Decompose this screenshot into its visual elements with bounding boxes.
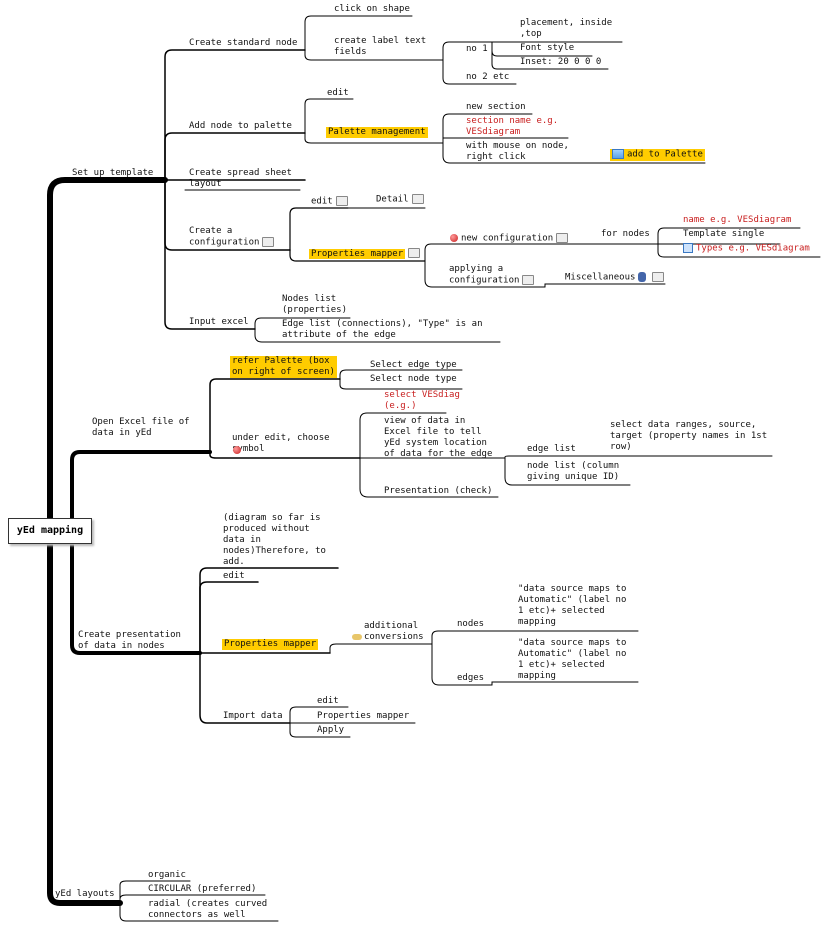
node-palette-edit[interactable]: edit	[327, 88, 349, 98]
note-icon	[262, 237, 275, 247]
node-pres-nodes[interactable]: nodes	[457, 619, 485, 629]
node-edge-list[interactable]: Edge list (connections), "Type" is an at…	[282, 319, 483, 340]
node-open-excel-file[interactable]: Open Excel file of data in yEd	[92, 417, 190, 438]
node-new-configuration[interactable]: new configuration	[450, 233, 569, 245]
node-select-edge-type[interactable]: Select edge type	[370, 360, 457, 370]
red-ball-icon	[233, 446, 241, 454]
node-under-edit-choose-symbol[interactable]: under edit, choose symbol	[232, 433, 330, 455]
node-import-edit[interactable]: edit	[317, 696, 339, 706]
node-input-excel[interactable]: Input excel	[189, 317, 249, 327]
additional-conversions-label: additional conversions	[364, 621, 424, 642]
node-properties-mapper-config[interactable]: Properties mapper	[309, 248, 421, 260]
note-icon	[522, 275, 535, 285]
root-node[interactable]: yEd mapping	[8, 518, 92, 544]
node-create-label-text-fields[interactable]: create label text fields	[334, 36, 427, 57]
node-types-vesdiagram[interactable]: Types e.g. VESdiagram	[683, 243, 810, 255]
node-create-presentation[interactable]: Create presentation of data in nodes	[78, 630, 181, 651]
note-icon	[556, 233, 569, 243]
node-add-to-palette[interactable]: add to Palette	[610, 149, 705, 161]
node-select-node-type[interactable]: Select node type	[370, 374, 457, 384]
picture-icon	[612, 149, 624, 159]
node-no-2[interactable]: no 2 etc	[466, 72, 510, 82]
new-configuration-label: new configuration	[461, 233, 554, 244]
node-create-a-configuration[interactable]: Create a configuration	[189, 226, 275, 249]
node-view-of-data[interactable]: view of data in Excel file to tell yEd s…	[384, 416, 493, 459]
note-icon	[335, 196, 348, 206]
create-configuration-label: Create a configuration	[189, 226, 260, 248]
types-label: Types e.g. VESdiagram	[696, 243, 810, 254]
node-no-1[interactable]: no 1	[466, 44, 488, 54]
node-yed-layouts[interactable]: yEd layouts	[55, 889, 115, 899]
node-for-nodes[interactable]: for nodes	[601, 229, 650, 239]
node-detail[interactable]: Detail	[376, 194, 424, 206]
config-edit-label: edit	[311, 196, 333, 207]
people-icon	[638, 272, 647, 282]
node-placement[interactable]: placement, inside ,top	[520, 18, 613, 39]
node-mapping-edges[interactable]: "data source maps to Automatic" (label n…	[518, 638, 627, 681]
node-properties-mapper-pres[interactable]: Properties mapper	[222, 639, 319, 650]
node-select-vesdiag[interactable]: select VESdiag (e.g.)	[384, 390, 460, 411]
node-diagram-so-far[interactable]: (diagram so far is produced without data…	[223, 513, 326, 567]
node-font-style[interactable]: Font style	[520, 43, 575, 53]
node-circular[interactable]: CIRCULAR (preferred)	[148, 884, 257, 894]
node-template-single[interactable]: Template single	[683, 229, 765, 239]
node-edge-list-open[interactable]: edge list	[527, 444, 576, 454]
node-nodes-list[interactable]: Nodes list (properties)	[282, 294, 348, 315]
miscellaneous-label: Miscellaneous	[565, 272, 636, 283]
node-set-up-template[interactable]: Set up template	[72, 168, 154, 178]
node-mouse-right-click[interactable]: with mouse on node, right click	[466, 141, 569, 162]
key-icon	[352, 634, 362, 640]
node-click-on-shape[interactable]: click on shape	[334, 4, 410, 14]
node-section-name[interactable]: section name e.g. VESdiagram	[466, 116, 559, 137]
note-icon	[652, 272, 665, 282]
node-palette-management[interactable]: Palette management	[326, 127, 428, 138]
node-radial[interactable]: radial (creates curved connectors as wel…	[148, 899, 268, 920]
node-import-properties-mapper[interactable]: Properties mapper	[317, 711, 410, 721]
node-organic[interactable]: organic	[148, 870, 186, 880]
add-to-palette-label: add to Palette	[627, 149, 703, 160]
node-applying-configuration[interactable]: applying a configuration	[449, 264, 535, 287]
node-pres-edit[interactable]: edit	[223, 571, 245, 581]
node-import-data[interactable]: Import data	[223, 711, 283, 721]
node-new-section[interactable]: new section	[466, 102, 526, 112]
node-select-data-ranges[interactable]: select data ranges, source, target (prop…	[610, 420, 768, 452]
properties-mapper-label: Properties mapper	[309, 248, 406, 259]
note-icon	[408, 248, 421, 258]
node-create-standard-node[interactable]: Create standard node	[189, 38, 298, 48]
note-icon	[411, 194, 424, 204]
node-apply[interactable]: Apply	[317, 725, 345, 735]
checkbox-icon	[683, 243, 693, 253]
applying-configuration-label: applying a configuration	[449, 264, 520, 286]
node-pres-edges[interactable]: edges	[457, 673, 485, 683]
node-add-node-to-palette[interactable]: Add node to palette	[189, 121, 292, 131]
node-additional-conversions[interactable]: additional conversions	[352, 621, 424, 643]
node-mapping-nodes[interactable]: "data source maps to Automatic" (label n…	[518, 584, 627, 627]
node-inset[interactable]: Inset: 20 0 0 0	[520, 57, 602, 67]
node-miscellaneous[interactable]: Miscellaneous	[565, 272, 665, 284]
red-ball-icon	[450, 234, 458, 242]
node-node-list-open[interactable]: node list (column giving unique ID)	[527, 461, 620, 482]
node-create-spread-sheet-layout[interactable]: Create spread sheet layout	[189, 168, 292, 189]
node-refer-palette[interactable]: refer Palette (box on right of screen)	[230, 356, 337, 378]
node-name-vesdiagram[interactable]: name e.g. VESdiagram	[683, 215, 792, 225]
under-edit-label: under edit, choose symbol	[232, 433, 330, 454]
detail-label: Detail	[376, 194, 409, 205]
node-presentation-check[interactable]: Presentation (check)	[384, 486, 493, 496]
node-config-edit[interactable]: edit	[311, 196, 348, 208]
